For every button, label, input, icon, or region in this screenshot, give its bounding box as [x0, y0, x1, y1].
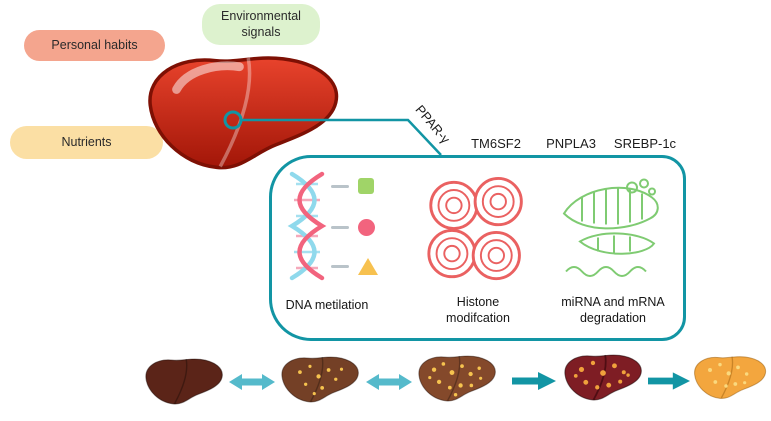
- dash-icon: [331, 226, 349, 229]
- double-arrow-icon: [366, 374, 412, 390]
- caption-line: modifcation: [446, 311, 510, 325]
- liver-illustration: [148, 56, 339, 170]
- double-arrow-icon: [229, 374, 275, 390]
- mrna-degradation-icon: [562, 178, 659, 277]
- methyl-mark-row-3: [331, 258, 378, 275]
- dna-helix-icon: [287, 171, 327, 281]
- gene-label-tm6sf2: TM6SF2: [471, 136, 521, 151]
- connector-line: [241, 118, 442, 156]
- pink-circle-icon: [358, 219, 375, 236]
- caption-line: miRNA and mRNA: [561, 295, 665, 309]
- caption-line: Histone: [456, 295, 500, 309]
- methyl-mark-row-1: [331, 178, 374, 194]
- caption-dna-methylation: DNA metilation: [285, 298, 369, 312]
- gene-label-srebp-1c: SREBP-1c: [613, 136, 677, 151]
- label-nutrients: Nutrients: [10, 126, 163, 159]
- gene-label-pnpla3: PNPLA3: [546, 136, 596, 151]
- liver-stage-5: [694, 356, 767, 399]
- liver-stage-3: [418, 355, 496, 402]
- label-environmental-signals: Environmental signals: [202, 4, 320, 45]
- yellow-triangle-icon: [358, 258, 378, 275]
- right-arrow-icon: [648, 372, 690, 390]
- right-arrow-icon: [512, 372, 556, 390]
- methyl-mark-row-2: [331, 219, 375, 236]
- label-personal-habits: Personal habits: [24, 30, 165, 61]
- liver-lobe-divider: [218, 57, 252, 168]
- mechanisms-box: [269, 155, 686, 341]
- liver-stage-4: [564, 354, 642, 401]
- caption-line: degradation: [579, 311, 647, 325]
- liver-stage-1: [145, 358, 223, 405]
- caption-mrna-degradation: miRNA and mRNA degradation: [548, 294, 678, 326]
- dash-icon: [331, 265, 349, 268]
- caption-histone-modification: Histone modifcation: [423, 294, 533, 326]
- histone-icon: [427, 177, 523, 281]
- liver-highlight: [172, 61, 244, 94]
- green-square-icon: [358, 178, 374, 194]
- liver-stage-2: [281, 356, 359, 403]
- dash-icon: [331, 184, 349, 188]
- connector-circle-marker: [223, 110, 243, 130]
